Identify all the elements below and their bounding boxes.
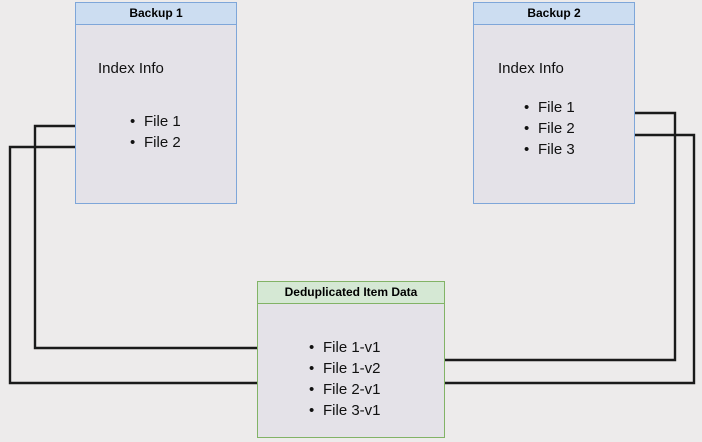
node-backup-2-subtitle: Index Info bbox=[498, 60, 564, 77]
list-item[interactable]: File 1-v2 bbox=[309, 358, 381, 379]
list-item[interactable]: File 3-v1 bbox=[309, 400, 381, 421]
node-backup-1-body: Index Info File 1 File 2 bbox=[76, 25, 236, 203]
node-backup-2-body: Index Info File 1 File 2 File 3 bbox=[474, 25, 634, 203]
node-deduplicated-item-data-list: File 1-v1 File 1-v2 File 2-v1 File 3-v1 bbox=[309, 337, 381, 421]
node-backup-1-subtitle: Index Info bbox=[98, 60, 164, 77]
list-item[interactable]: File 2 bbox=[130, 132, 181, 153]
node-deduplicated-item-data-header: Deduplicated Item Data bbox=[258, 282, 444, 304]
list-item[interactable]: File 2 bbox=[524, 118, 575, 139]
node-deduplicated-item-data[interactable]: Deduplicated Item Data File 1-v1 File 1-… bbox=[257, 281, 445, 438]
node-backup-1-file-list: File 1 File 2 bbox=[130, 111, 181, 153]
node-backup-2[interactable]: Backup 2 Index Info File 1 File 2 File 3 bbox=[473, 2, 635, 204]
node-backup-2-file-list: File 1 File 2 File 3 bbox=[524, 97, 575, 160]
list-item[interactable]: File 1 bbox=[524, 97, 575, 118]
list-item[interactable]: File 1 bbox=[130, 111, 181, 132]
node-deduplicated-item-data-body: File 1-v1 File 1-v2 File 2-v1 File 3-v1 bbox=[258, 304, 444, 437]
node-backup-2-header: Backup 2 bbox=[474, 3, 634, 25]
list-item[interactable]: File 3 bbox=[524, 139, 575, 160]
node-backup-1-header: Backup 1 bbox=[76, 3, 236, 25]
node-backup-1[interactable]: Backup 1 Index Info File 1 File 2 bbox=[75, 2, 237, 204]
list-item[interactable]: File 1-v1 bbox=[309, 337, 381, 358]
list-item[interactable]: File 2-v1 bbox=[309, 379, 381, 400]
